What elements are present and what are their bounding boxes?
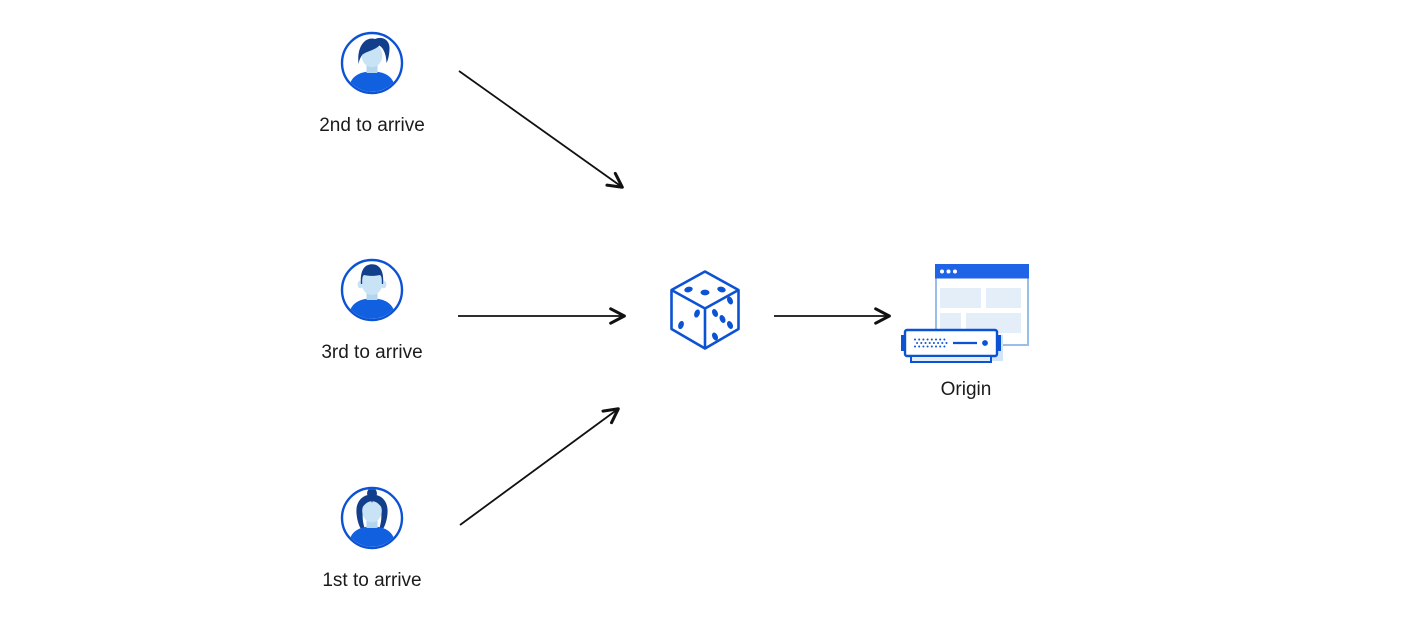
origin-server-icon bbox=[901, 264, 1029, 363]
user-avatar-woman-icon bbox=[340, 486, 404, 550]
client-label-3rd: 3rd to arrive bbox=[321, 342, 423, 363]
server-vent-dots bbox=[914, 338, 948, 348]
arrow-client1-to-dice bbox=[459, 407, 620, 526]
origin-node: Origin bbox=[896, 263, 1036, 401]
arrow-client2-to-dice bbox=[458, 70, 624, 189]
user-avatar-man-icon bbox=[340, 31, 404, 95]
client-label-1st: 1st to arrive bbox=[322, 570, 422, 591]
client-node-1st-to-arrive: 1st to arrive bbox=[302, 486, 442, 592]
server-led bbox=[982, 340, 988, 346]
client-label-2nd: 2nd to arrive bbox=[319, 115, 425, 136]
origin-label: Origin bbox=[940, 379, 992, 400]
server-appliance-icon bbox=[901, 328, 1003, 363]
dice-icon bbox=[670, 270, 740, 350]
client-node-2nd-to-arrive: 2nd to arrive bbox=[302, 31, 442, 137]
dice-pips bbox=[678, 286, 734, 341]
user-avatar-man-flattop-icon bbox=[340, 258, 404, 322]
client-node-3rd-to-arrive: 3rd to arrive bbox=[302, 258, 442, 364]
randomizer-node bbox=[667, 269, 743, 351]
